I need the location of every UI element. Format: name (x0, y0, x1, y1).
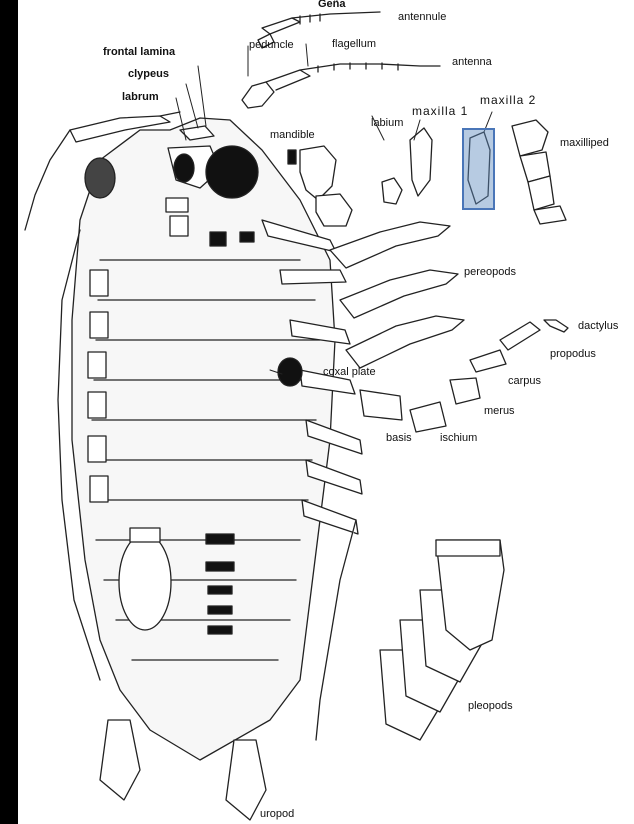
label-ischium: ischium (440, 432, 477, 444)
label-labium: labium (371, 117, 403, 129)
eye (85, 158, 115, 198)
top-cut-label: Geña (318, 0, 346, 10)
label-propodus: propodus (550, 348, 596, 360)
label-basis: basis (386, 432, 412, 444)
label-mandible: mandible (270, 129, 315, 141)
label-pereopods: pereopods (464, 266, 516, 278)
label-carpus: carpus (508, 375, 541, 387)
maxilla2-highlight (462, 128, 495, 210)
label-merus: merus (484, 405, 515, 417)
label-antenna: antenna (452, 56, 492, 68)
maxilla1-drawing (410, 128, 432, 196)
label-peduncle: peduncle (249, 39, 294, 51)
pereopod-claws (330, 222, 464, 368)
maxilliped-drawing (512, 120, 566, 224)
antenna-drawing (242, 63, 440, 108)
label-maxilliped: maxilliped (560, 137, 609, 149)
label-labrum: labrum (122, 91, 159, 103)
label-pleopods: pleopods (468, 700, 513, 712)
label-maxilla-1: maxilla 1 (412, 105, 468, 117)
label-uropod: uropod (260, 808, 294, 820)
label-maxilla-2: maxilla 2 (480, 94, 536, 106)
label-flagellum: flagellum (332, 38, 376, 50)
coxal-plate-mark (278, 358, 302, 386)
label-antennule: antennule (398, 11, 446, 23)
label-clypeus: clypeus (128, 68, 169, 80)
label-coxal-plate: coxal plate (323, 366, 376, 378)
labium-drawing (382, 178, 402, 204)
label-frontal-lamina: frontal lamina (103, 46, 175, 58)
label-dactylus: dactylus (578, 320, 618, 332)
